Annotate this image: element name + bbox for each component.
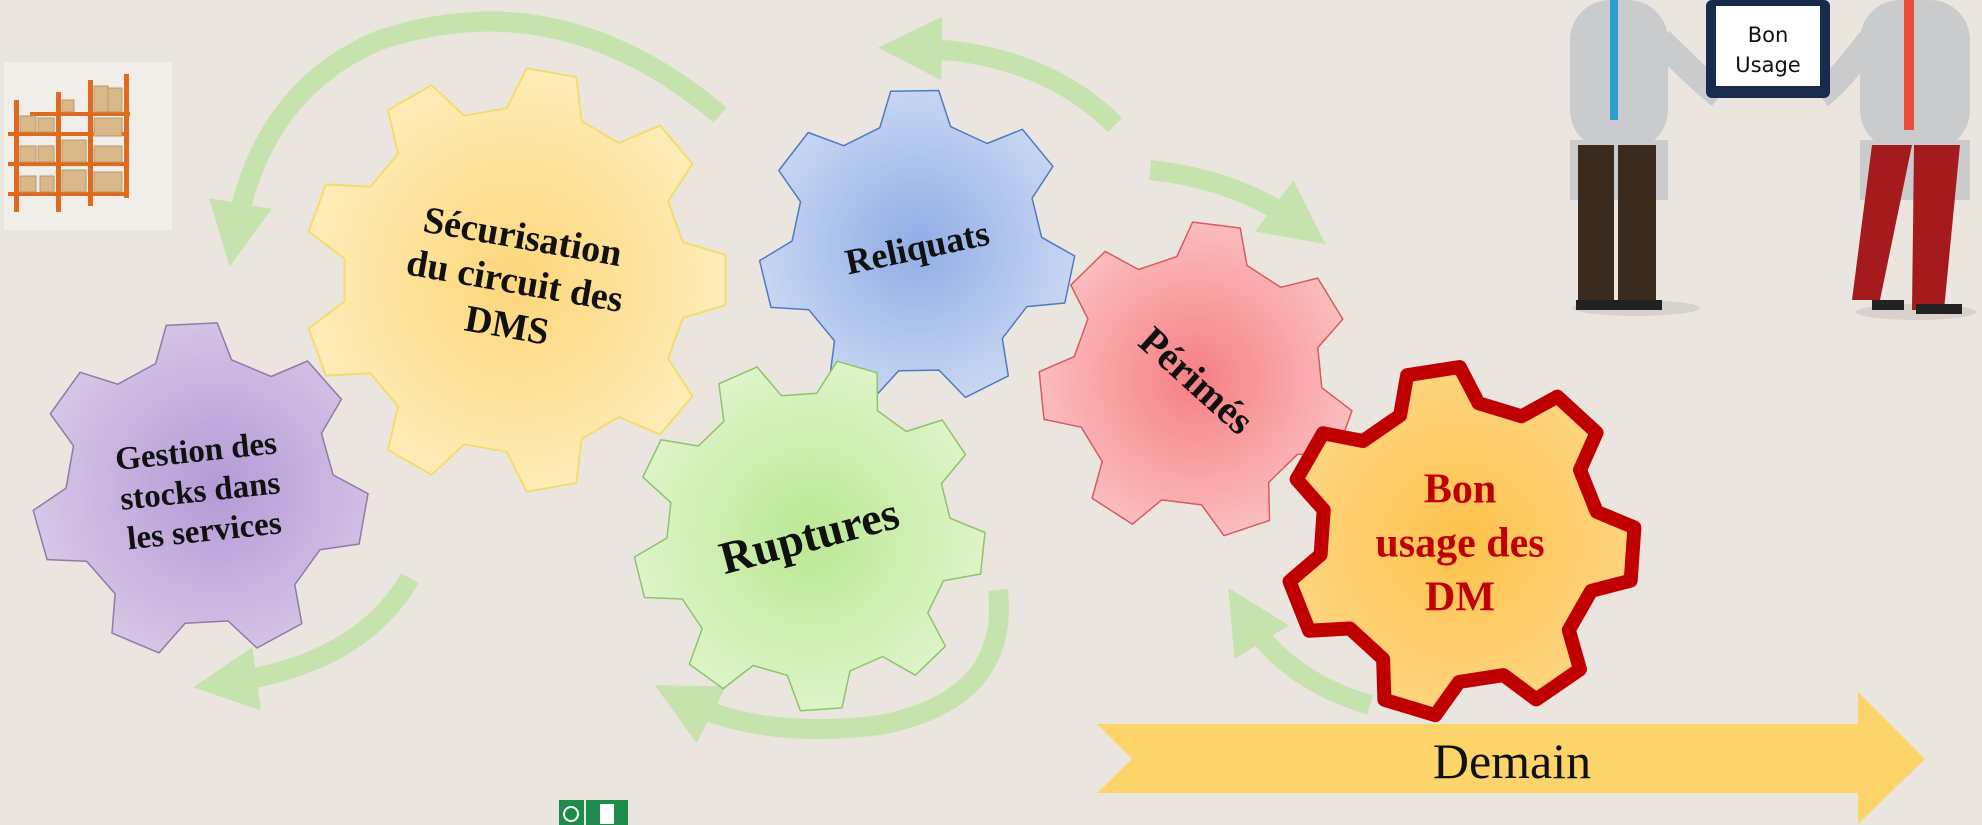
gear-label-bon-usage-line-3: DM <box>1425 575 1495 621</box>
gear-perimes: Périmés <box>1038 221 1353 537</box>
gear-label-bon-usage-line-2: usage des <box>1375 521 1544 567</box>
cycle-arrows <box>193 11 1373 744</box>
gear-shape-reliquats <box>758 89 1076 400</box>
demain-banner-arrow: Demain <box>1097 692 1925 824</box>
organization-logo <box>559 800 628 825</box>
arrow-right-top <box>1148 160 1326 245</box>
gear-label-bon-usage-line-1: Bon <box>1424 467 1496 513</box>
gear-shape-ruptures <box>633 360 986 712</box>
gear-reliquats: Reliquats <box>758 89 1076 400</box>
people-handshake-illustration: Bon Usage <box>1570 0 1976 320</box>
arrow-top-middle <box>878 16 1123 133</box>
demain-label: Demain <box>1433 733 1591 789</box>
arrow-bottom-right <box>1228 587 1373 715</box>
monitor-line-1: Bon <box>1748 23 1789 47</box>
gear-shape-bon-usage <box>1282 360 1642 723</box>
arrow-bottom-left <box>193 572 419 711</box>
gear-ruptures: Ruptures <box>633 360 986 712</box>
gear-shape-gestion <box>32 322 369 654</box>
warehouse-shelves-image <box>4 62 172 230</box>
arrow-bottom-middle <box>654 588 1009 744</box>
arrow-top-left <box>208 11 727 267</box>
monitor-line-2: Usage <box>1735 53 1800 77</box>
gear-shape-securisation <box>307 67 727 493</box>
gear-shape-perimes <box>1038 221 1353 537</box>
